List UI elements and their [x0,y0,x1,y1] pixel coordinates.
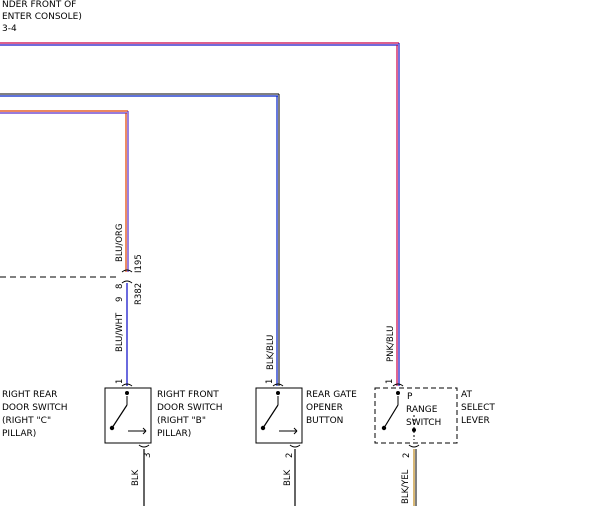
wire-blk-blu [0,93,280,386]
svg-text:P: P [407,392,413,402]
header-line-3: 3-4 [2,24,17,34]
svg-text:PILLAR): PILLAR) [157,429,191,439]
switch-3-pin-top: 1 [385,379,395,384]
switch-2-pin-top: 1 [265,379,275,384]
switch-p-range: 1 P RANGE SWITCH 2 AT SELECT LEVER [374,379,495,458]
switch-right-front-door: 1 3 RIGHT FRONT DOOR SWITCH (RIGHT "B" P… [104,379,223,458]
svg-text:(RIGHT "B": (RIGHT "B" [157,416,206,426]
svg-text:AT: AT [461,390,472,400]
connector-pin-bottom: 9 [115,297,125,302]
switch-rear-gate-opener: 1 2 REAR GATE OPENER BUTTON [255,379,357,458]
svg-text:SELECT: SELECT [461,403,495,413]
label-blk-yel: BLK/YEL [401,469,411,504]
connector-id: R382 [134,283,144,305]
wire-blu-org [0,110,129,272]
header-line-2: ENTER CONSOLE) [2,12,82,22]
label-blu-wht: BLU/WHT [115,312,125,352]
header-line-1: NDER FRONT OF [2,0,76,10]
svg-text:PILLAR): PILLAR) [2,429,36,439]
svg-text:DOOR SWITCH: DOOR SWITCH [157,403,223,413]
label-blk-2: BLK [283,469,293,486]
switch-1-pin-top: 1 [115,379,125,384]
label-pnk-blu: PNK/BLU [386,326,396,362]
wire-pnk-blu [0,42,400,386]
svg-text:OPENER: OPENER [306,403,343,413]
label-blu-org: BLU/ORG [115,224,125,262]
switch-2-pin-bottom: 2 [285,453,295,458]
svg-text:DOOR SWITCH: DOOR SWITCH [2,403,68,413]
left-switch-label: RIGHT REAR DOOR SWITCH (RIGHT "C" PILLAR… [2,390,68,439]
svg-text:RIGHT REAR: RIGHT REAR [2,390,57,400]
connector-pin-top: 8 [115,284,125,289]
connector-part: I195 [134,254,144,273]
svg-text:RANGE: RANGE [406,405,438,415]
switch-3-pin-bottom: 2 [402,453,412,458]
label-blk-1: BLK [131,469,141,486]
svg-text:LEVER: LEVER [461,416,490,426]
switch-1-pin-bottom: 3 [143,453,153,458]
connector-r382: 8 9 R382 I195 [115,254,144,305]
svg-text:REAR GATE: REAR GATE [306,390,357,400]
svg-text:BUTTON: BUTTON [306,416,343,426]
svg-text:(RIGHT "C": (RIGHT "C" [2,416,51,426]
svg-text:RIGHT FRONT: RIGHT FRONT [157,390,219,400]
svg-text:SWITCH: SWITCH [406,418,441,428]
label-blk-blu: BLK/BLU [266,335,276,370]
